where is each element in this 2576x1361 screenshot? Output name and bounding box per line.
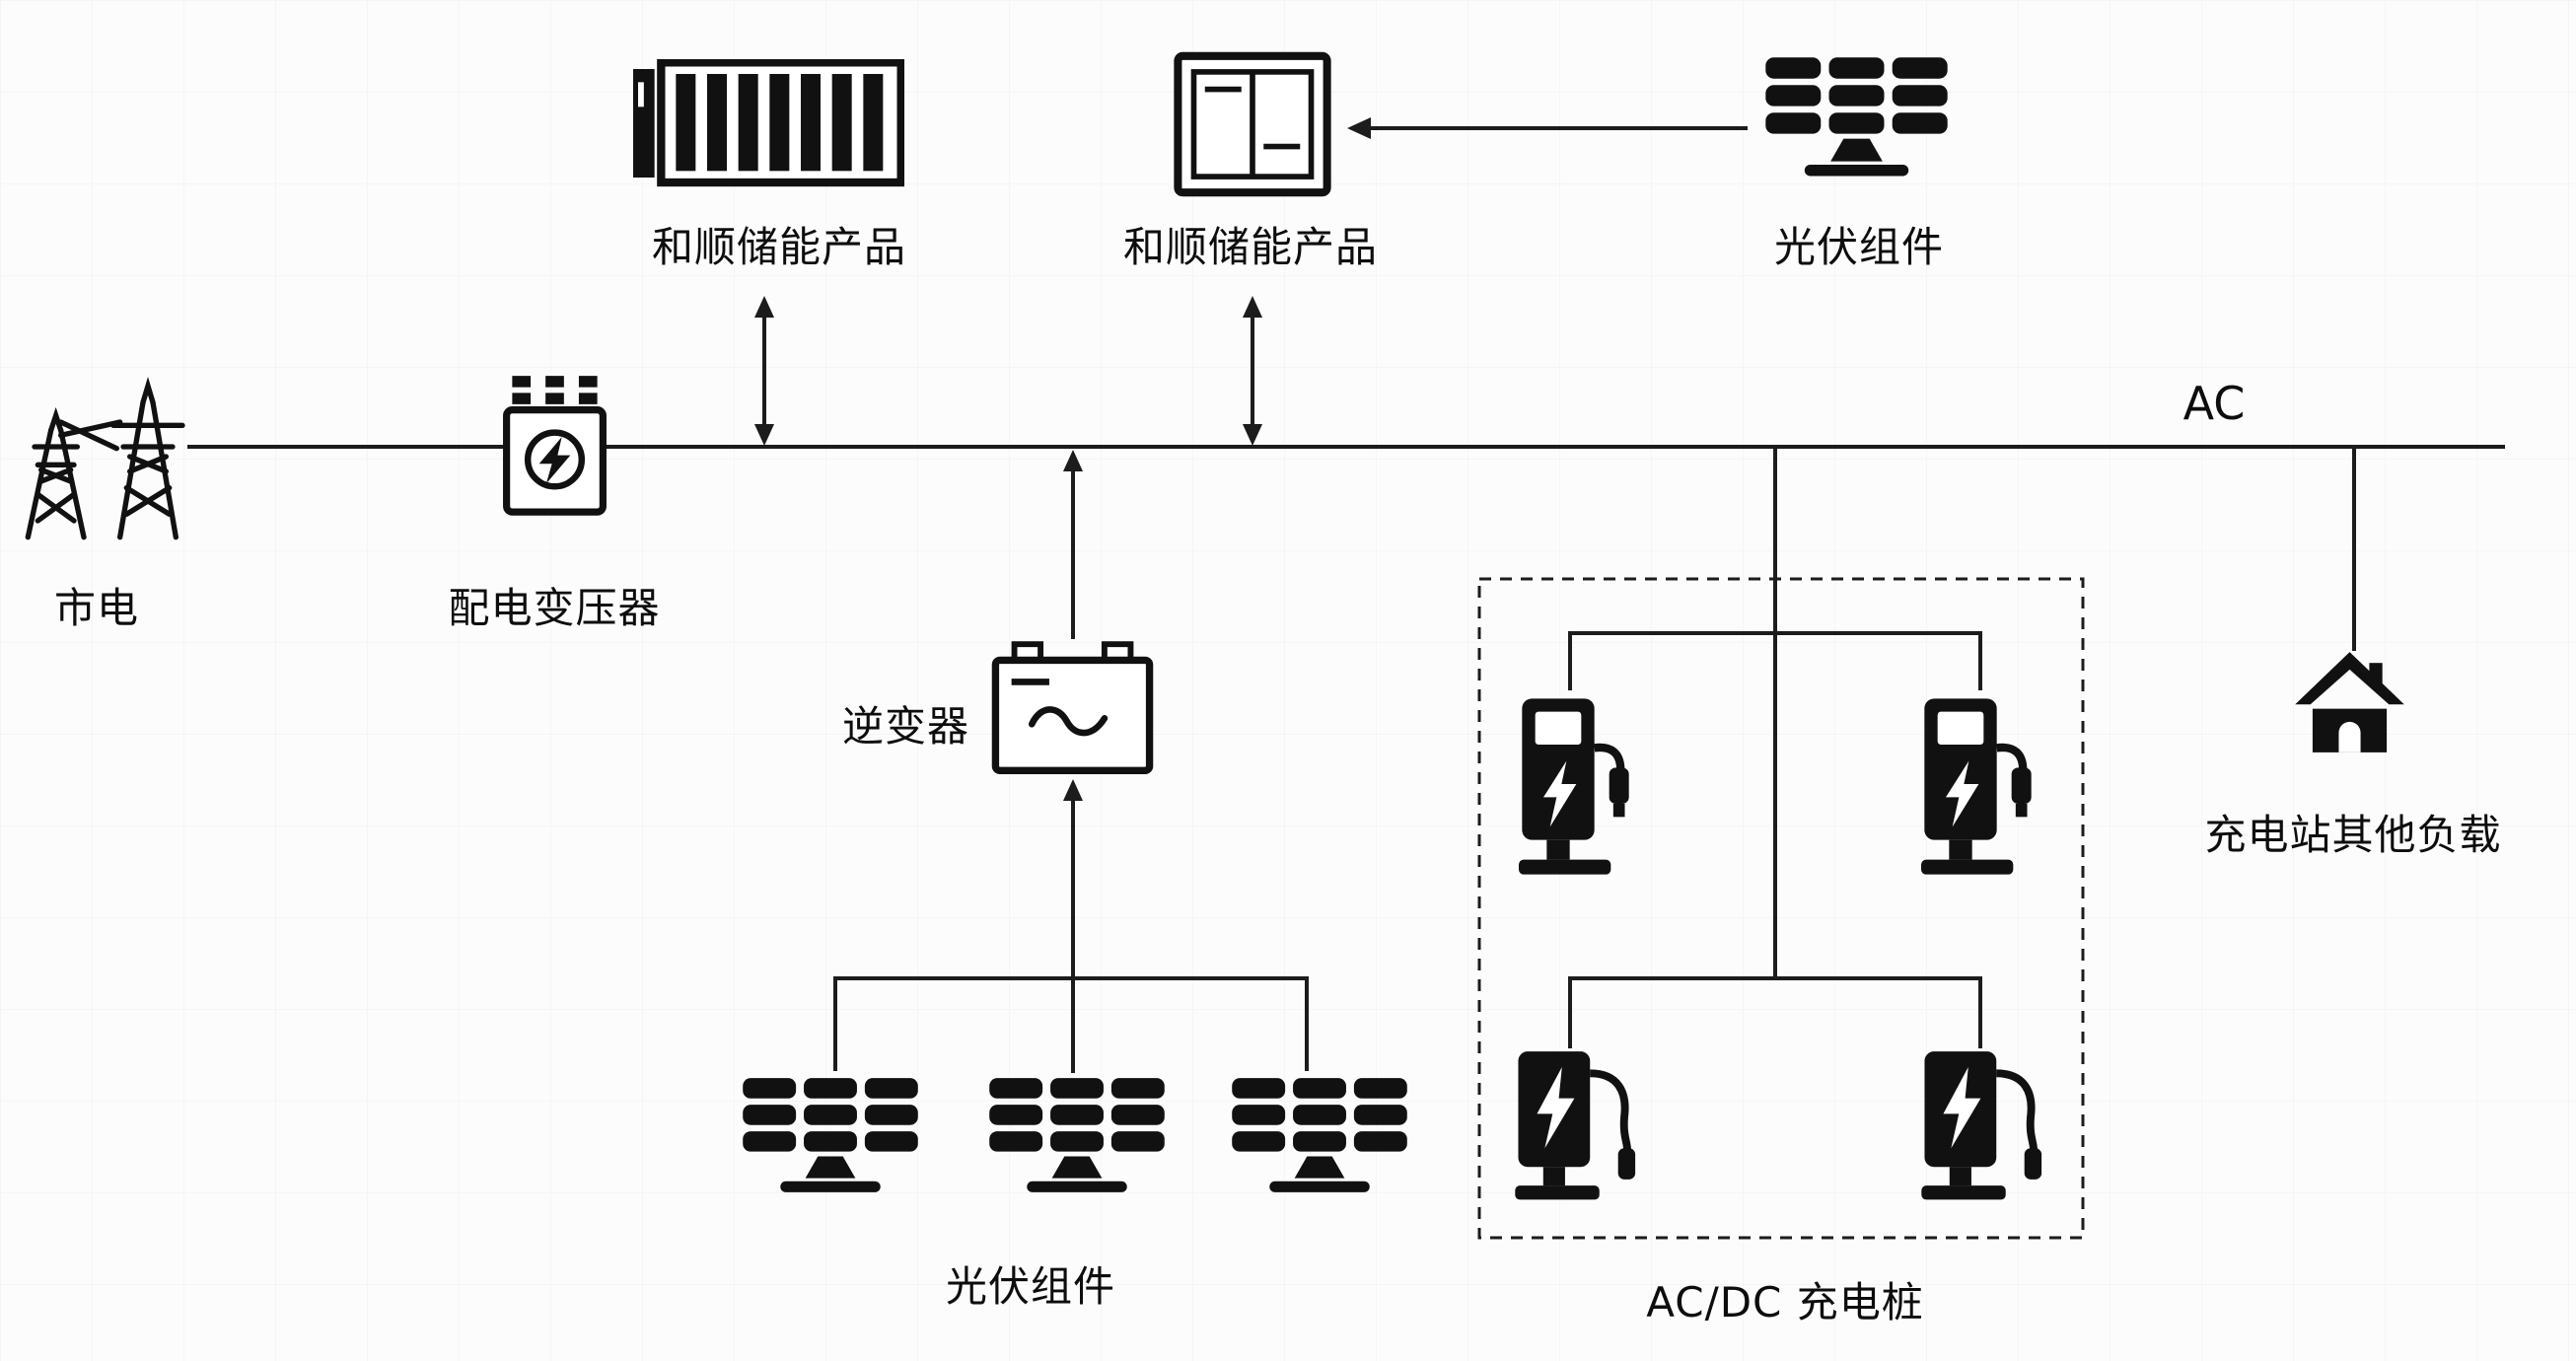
charger-group-dashed-box — [1477, 577, 2085, 1240]
transformer-label: 配电变压器 — [448, 584, 661, 632]
ev-charger-plug-icon — [1921, 690, 2039, 878]
storage-rack-label: 和顺储能产品 — [651, 223, 906, 271]
utility-grid-label: 市电 — [53, 584, 139, 632]
storage-cabinet-label: 和顺储能产品 — [1122, 223, 1378, 271]
solar-panel-icon — [732, 1075, 929, 1203]
charger-top-bracket — [1568, 631, 1982, 690]
battery-container-icon — [633, 59, 904, 187]
transmission-tower-icon — [15, 373, 202, 545]
charger-bottom-bracket — [1568, 976, 1982, 1048]
inverter-label: 逆变器 — [841, 702, 969, 751]
storage-cabinet-icon — [1169, 51, 1336, 197]
pv-top-label: 光伏组件 — [1773, 223, 1944, 271]
ev-charger-cable-icon — [1913, 1048, 2051, 1201]
ev-charger-plug-icon — [1519, 690, 1637, 878]
pv-string-bracket — [833, 976, 1309, 1071]
solar-panel-icon — [1755, 54, 1958, 187]
other-loads-label: 充电站其他负载 — [2204, 811, 2502, 859]
solar-panel-icon — [978, 1075, 1176, 1203]
transformer-icon — [498, 373, 611, 521]
charger-group-label: AC/DC 充电桩 — [1646, 1278, 1924, 1326]
inverter-icon — [991, 639, 1154, 777]
house-icon — [2293, 643, 2406, 761]
ac-bus-label: AC — [2182, 377, 2246, 430]
solar-panel-icon — [1221, 1075, 1418, 1203]
pv-bottom-label: 光伏组件 — [945, 1262, 1115, 1311]
ev-charger-cable-icon — [1507, 1048, 1645, 1201]
arrowheads — [754, 117, 1371, 801]
